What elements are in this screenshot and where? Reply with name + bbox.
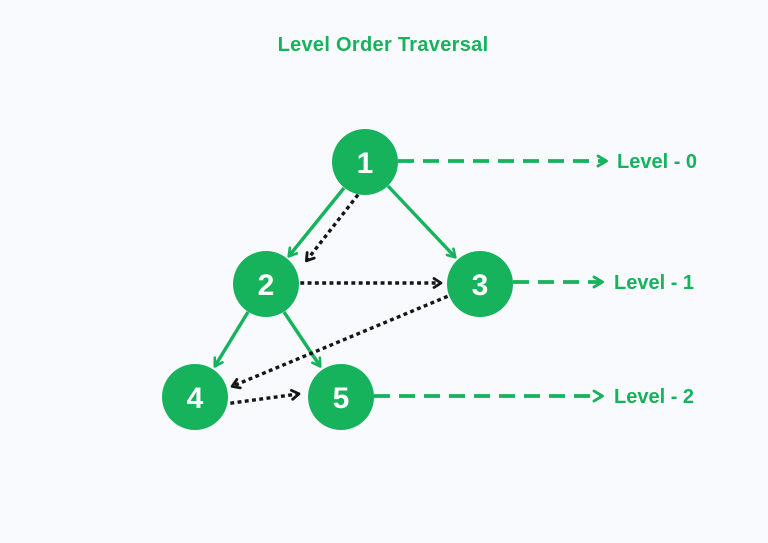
traversal-arrow-1-2 — [304, 193, 360, 263]
node-4-label: 4 — [187, 382, 204, 415]
node-1-circle — [332, 129, 398, 195]
traversal-arrow-4-5 — [230, 388, 301, 405]
node-2-circle — [233, 251, 299, 317]
node-5-label: 5 — [333, 382, 350, 415]
tree-edge-1-2 — [287, 186, 346, 258]
tree-edge-1-3 — [386, 184, 457, 259]
level-0-label: Level - 0 — [617, 151, 697, 173]
node-5-circle — [308, 364, 374, 430]
tree-edge-2-5 — [282, 311, 322, 368]
node-1-label: 1 — [357, 147, 374, 180]
level-2-label: Level - 2 — [614, 386, 694, 408]
node-3-circle — [447, 251, 513, 317]
node-4-circle — [162, 364, 228, 430]
level-1-label: Level - 1 — [614, 272, 694, 294]
tree-node-4: 4 — [162, 364, 228, 430]
tree-node-3: 3 — [447, 251, 513, 317]
diagram-title: Level Order Traversal — [278, 34, 489, 56]
tree-node-1: 1 — [332, 129, 398, 195]
tree-node-5: 5 — [308, 364, 374, 430]
node-3-label: 3 — [472, 269, 489, 302]
node-2-label: 2 — [258, 269, 275, 302]
tree-edge-2-4 — [213, 311, 250, 368]
traversal-arrow-3-4 — [230, 294, 449, 390]
tree-node-2: 2 — [233, 251, 299, 317]
